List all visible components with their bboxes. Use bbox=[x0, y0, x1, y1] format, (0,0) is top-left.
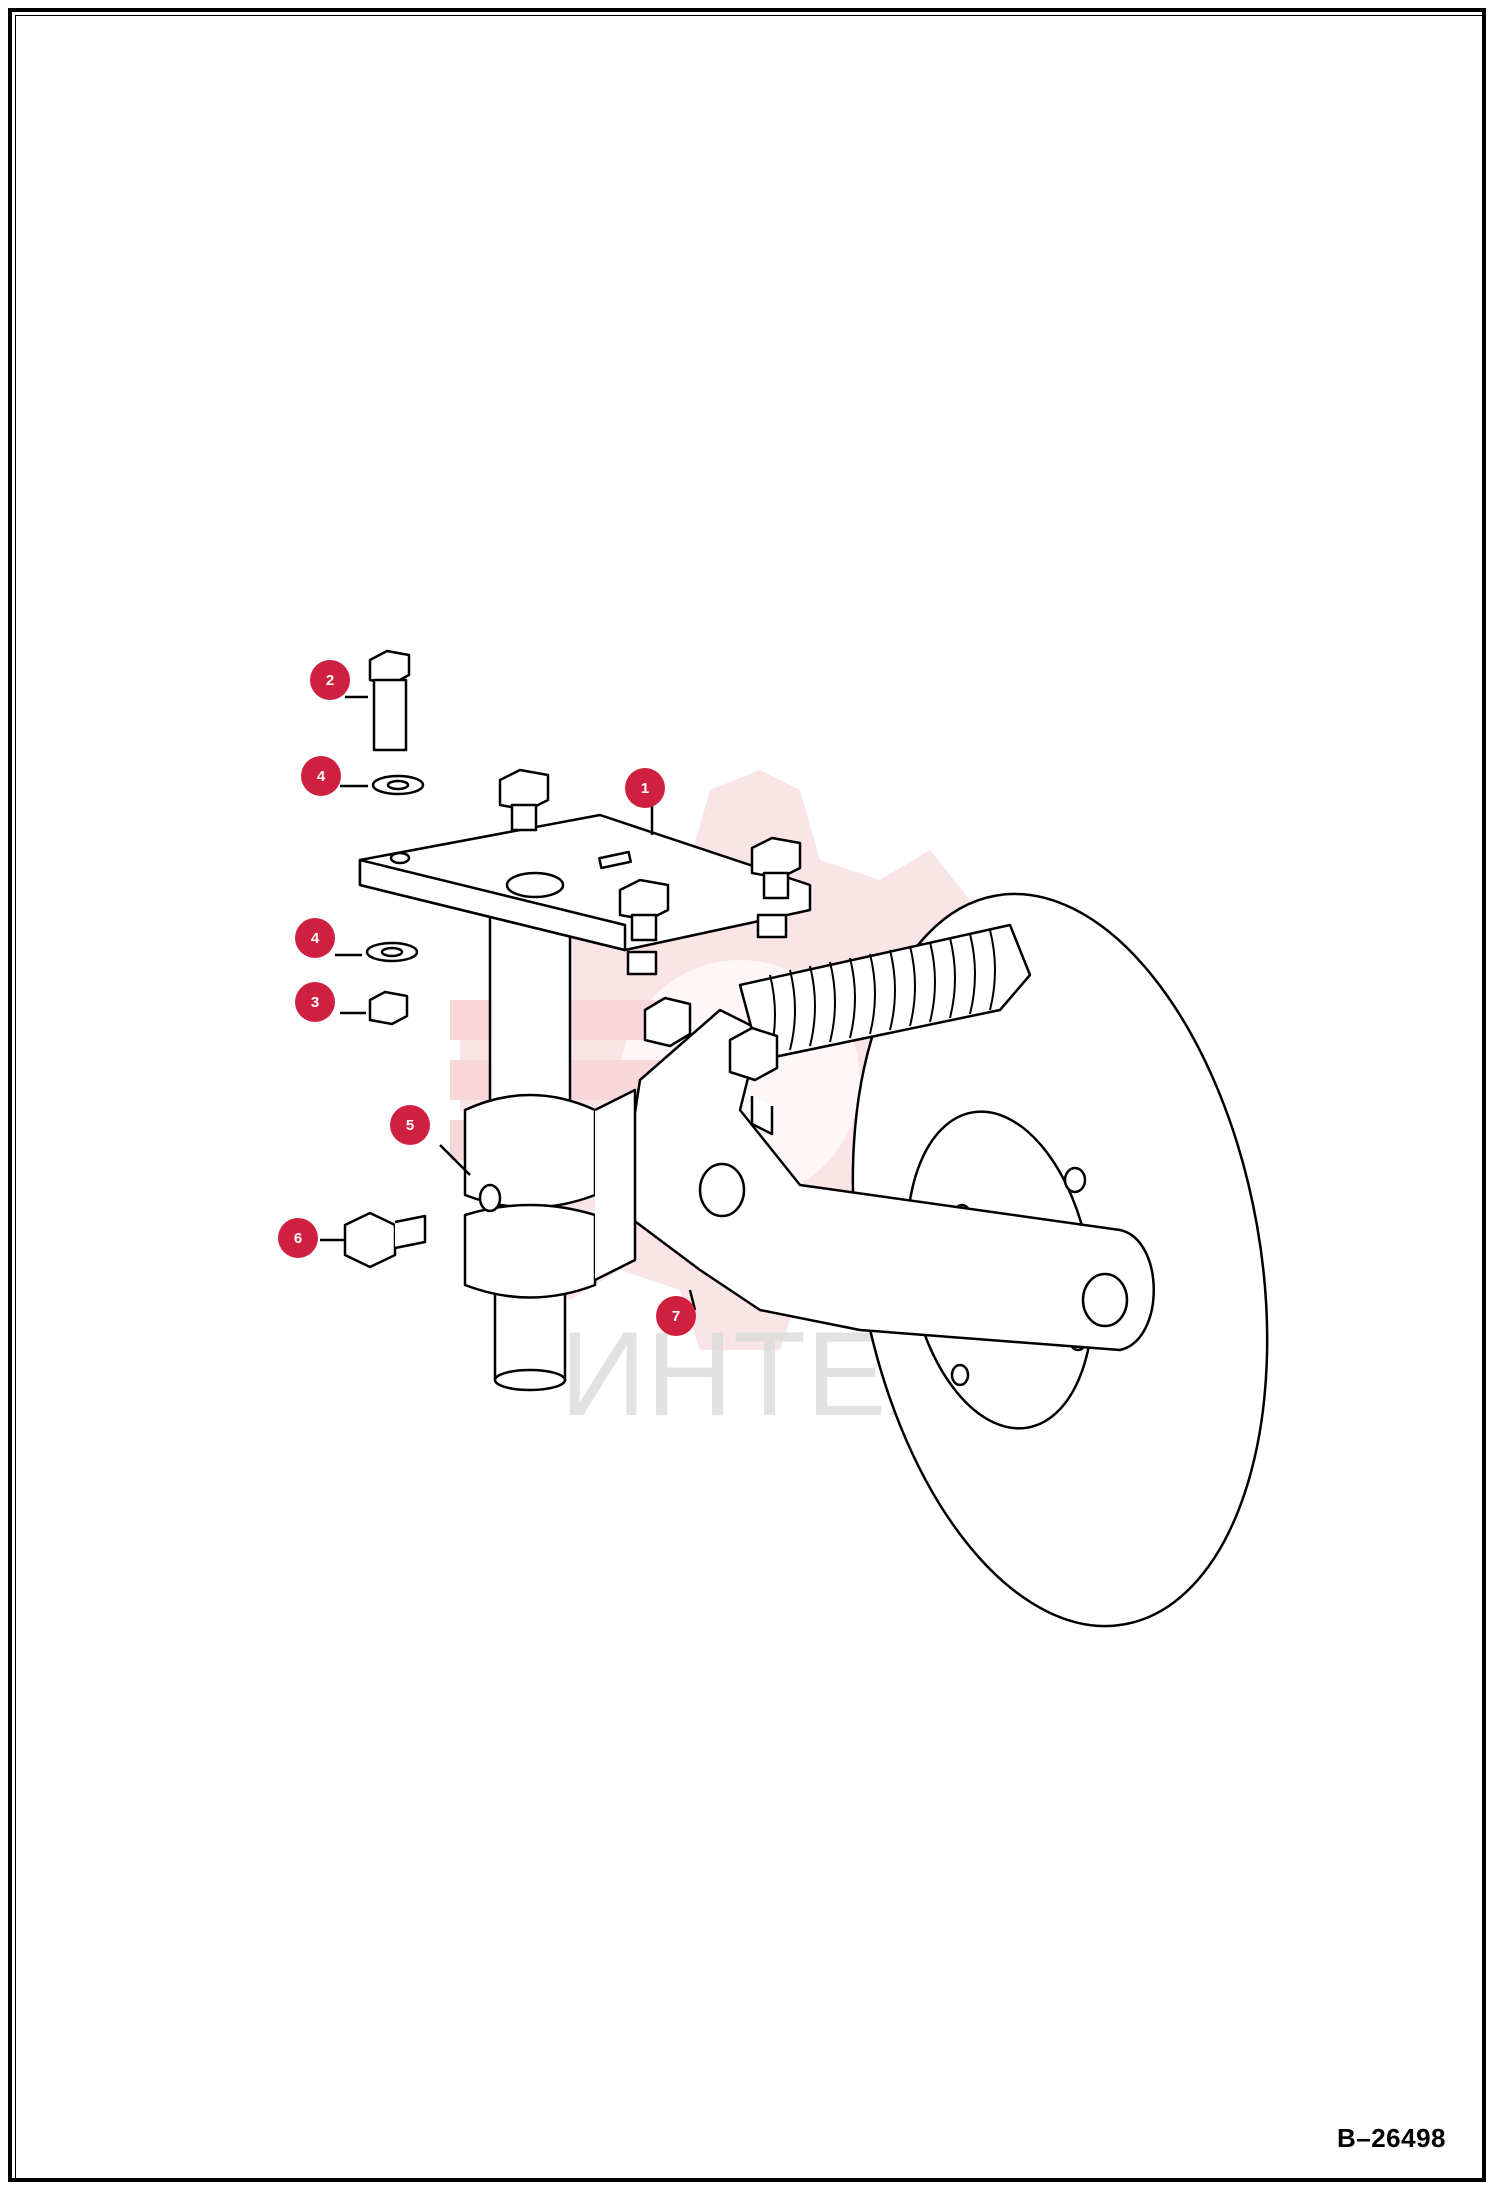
callout-part-5: 5 bbox=[390, 1105, 430, 1145]
hex-nut bbox=[368, 990, 409, 1026]
hex-bolt-short bbox=[343, 1211, 427, 1269]
callout-part-2: 2 bbox=[310, 660, 350, 700]
callout-part-4-lower: 4 bbox=[295, 918, 335, 958]
washer bbox=[365, 774, 425, 963]
outer-frame bbox=[8, 8, 1486, 2182]
hex-bolt-long bbox=[368, 649, 411, 752]
leader-lines bbox=[320, 695, 697, 1311]
callout-part-6: 6 bbox=[278, 1218, 318, 1258]
callout-part-3: 3 bbox=[295, 982, 335, 1022]
callout-part-1: 1 bbox=[625, 768, 665, 808]
figure-code: B–26498 bbox=[1336, 2123, 1446, 2153]
callout-part-4-upper: 4 bbox=[301, 756, 341, 796]
plate-bolt bbox=[498, 768, 802, 976]
spring-bolt bbox=[643, 996, 779, 1136]
shaft-collar bbox=[463, 1088, 637, 1299]
inner-frame bbox=[15, 15, 1483, 2179]
mounting-plate bbox=[358, 813, 812, 952]
disc-arm bbox=[618, 1008, 1155, 1352]
callout-part-7: 7 bbox=[656, 1296, 696, 1336]
